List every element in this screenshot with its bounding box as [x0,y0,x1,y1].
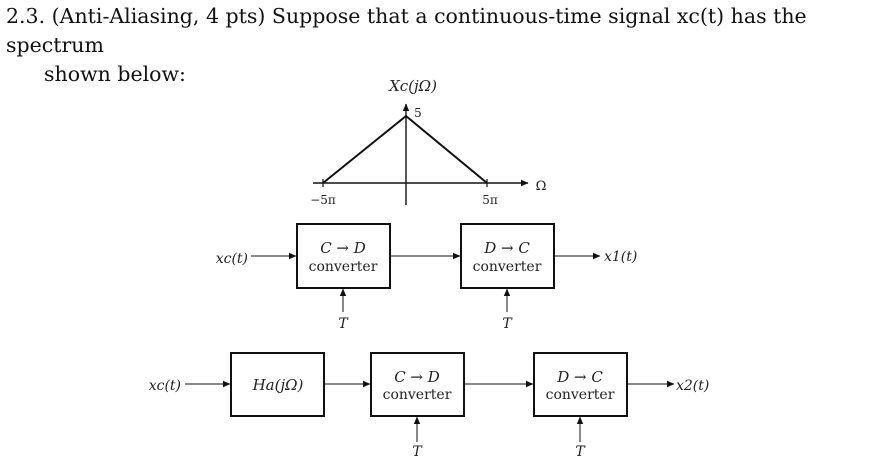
system2-t1-label: T [412,444,423,460]
system2-filter-box [230,352,325,417]
system2-filter-label: Ha(jΩ) [252,376,304,394]
system2-cd-title: C → D [394,368,440,386]
system2-dc-title: D → C [556,368,603,386]
spectrum-neg-label: −5π [310,193,336,207]
system2-cd-converter-box [370,352,465,417]
system1-output-label: x1(t) [604,249,637,265]
system2-output-label: x2(t) [676,378,709,394]
problem-line-2: shown below: [44,62,186,86]
spectrum-peak-label: 5 [414,106,422,120]
system1-dc-converter-box [460,223,555,289]
system1-cd-converter-box [296,223,391,289]
problem-statement: 2.3. (Anti-Aliasing, 4 pts) Suppose that… [6,2,879,89]
problem-line-1: 2.3. (Anti-Aliasing, 4 pts) Suppose that… [6,2,879,60]
system1-dc-sub: converter [473,259,542,275]
spectrum-pos-label: 5π [482,193,498,207]
system1-cd-title: C → D [320,239,366,257]
spectrum-plot: Xc(jΩ) 5 −5π 5π Ω [310,77,546,207]
system-2: xc(t) Ha(jΩ) C → D converter D → C conve… [149,352,709,460]
spectrum-triangle [322,114,488,184]
system2-dc-sub: converter [546,387,615,403]
system1-input-label: xc(t) [216,251,248,267]
system2-input-label: xc(t) [149,378,181,394]
problem-number: 2.3. [6,4,46,28]
system1-cd-sub: converter [309,259,378,275]
spectrum-axis-label: Ω [536,179,547,194]
system1-t1-label: T [338,316,349,332]
system1-dc-title: D → C [483,239,530,257]
system1-t2-label: T [502,316,513,332]
system2-t2-label: T [575,444,586,460]
system-1: xc(t) C → D converter D → C converter x1… [216,223,637,332]
spectrum-title: Xc(jΩ) [388,77,437,95]
system2-cd-sub: converter [383,387,452,403]
problem-text: (Anti-Aliasing, 4 pts) Suppose that a co… [6,4,807,57]
